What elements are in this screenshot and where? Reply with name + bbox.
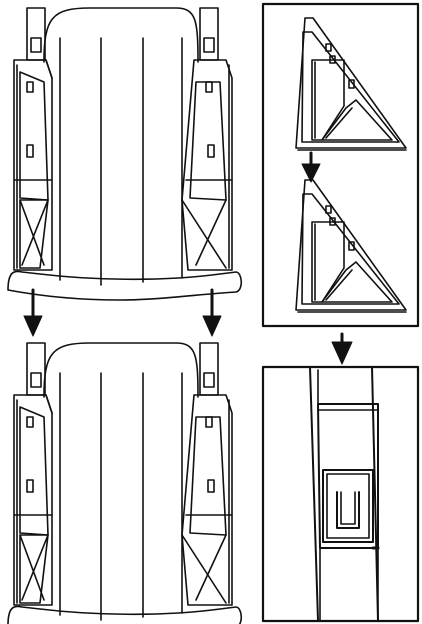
- arrow-down-icon-zoom: [331, 332, 353, 365]
- clip-piece-before: [295, 17, 407, 151]
- clip-detail-panel: [261, 2, 420, 328]
- zoom-detail-panel: [261, 365, 420, 623]
- arrow-down-icon-left: [22, 288, 44, 338]
- clip-piece-after: [295, 179, 407, 313]
- holder-assembly-bottom: [8, 343, 241, 624]
- arrow-down-icon-clip: [301, 151, 321, 183]
- arrow-down-icon-right: [201, 288, 223, 338]
- holder-assembly-top: [8, 8, 241, 300]
